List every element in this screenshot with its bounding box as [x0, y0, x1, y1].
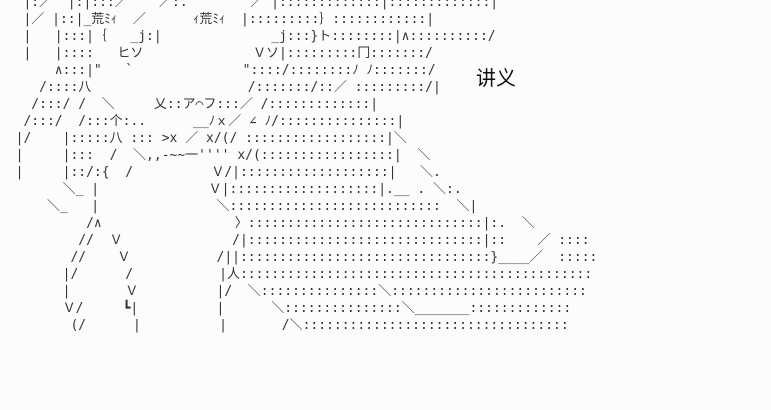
ascii-art-line: // Ｖ /|::::::::::::::::::::::::::::::|::…	[0, 233, 590, 248]
ascii-art-line: | |:::|｛ _j:| _j:::}ト::::::::|∧:::::::::…	[0, 29, 496, 44]
ascii-art-line: ＼_ | Ｖ|:::::::::::::::::::|.__ . ＼:.	[0, 182, 462, 197]
ascii-art-line: |/ / |人:::::::::::::::::::::::::::::::::…	[0, 267, 593, 282]
ascii-art-line: /:::/ / ＼ 乂::ア⌒フ:::／ /:::::::::::::|	[0, 97, 379, 112]
ascii-art-line: |／ |::|_荒ﾐｨ ／ ｨ荒ﾐｨ |:::::::::｝::::::::::…	[0, 12, 435, 27]
ascii-art-line: /::::八 /:::::::/::／ :::::::::/|	[0, 80, 441, 95]
ascii-art-line: ＼_ | ＼::::::::::::::::::::::::::: ＼|	[0, 199, 478, 214]
ascii-art-line: | |::/:{ / Ｖ/|:::::::::::::::::::| ＼.	[0, 165, 441, 180]
ascii-art-line: /∧ 〉::::::::::::::::::::::::::::::|:. ＼	[0, 216, 535, 231]
ascii-art-line: |/ |:::::八 ::: >x ／ x/(/ :::::::::::::::…	[0, 131, 407, 146]
ascii-art-line: | |:::: ヒソ Ｖソ|:::::::::冂:::::::/	[0, 46, 433, 61]
ascii-art-line: |:／ |:|:::／ ／:. ／ |:::::::::::::|:::::::…	[0, 0, 499, 10]
ascii-art-line: // Ｖ /||::::::::::::::::::::::::::::::::…	[0, 250, 598, 265]
ascii-art-line: (/ | | /＼:::::::::::::::::::::::::::::::…	[0, 318, 569, 333]
ascii-art-line: ∧:::|" ` "::::/::::::::ﾉ ﾉ:::::::/	[0, 63, 436, 78]
ascii-art-line: | Ｖ |/ ＼:::::::::::::::＼::::::::::::::::…	[0, 284, 587, 299]
ascii-art-line: Ｖ/ ┗| | ＼:::::::::::::::＼_______::::::::…	[0, 301, 572, 316]
side-label: 讲义	[476, 66, 516, 90]
ascii-art-line: /:::/ /:::个:.. __ﾉｘ／ ∠ ﾉ/:::::::::::::::…	[0, 114, 405, 129]
ascii-art-line: | |::: / ＼,,-~~一'''' x/(::::::::::::::::…	[0, 148, 431, 163]
